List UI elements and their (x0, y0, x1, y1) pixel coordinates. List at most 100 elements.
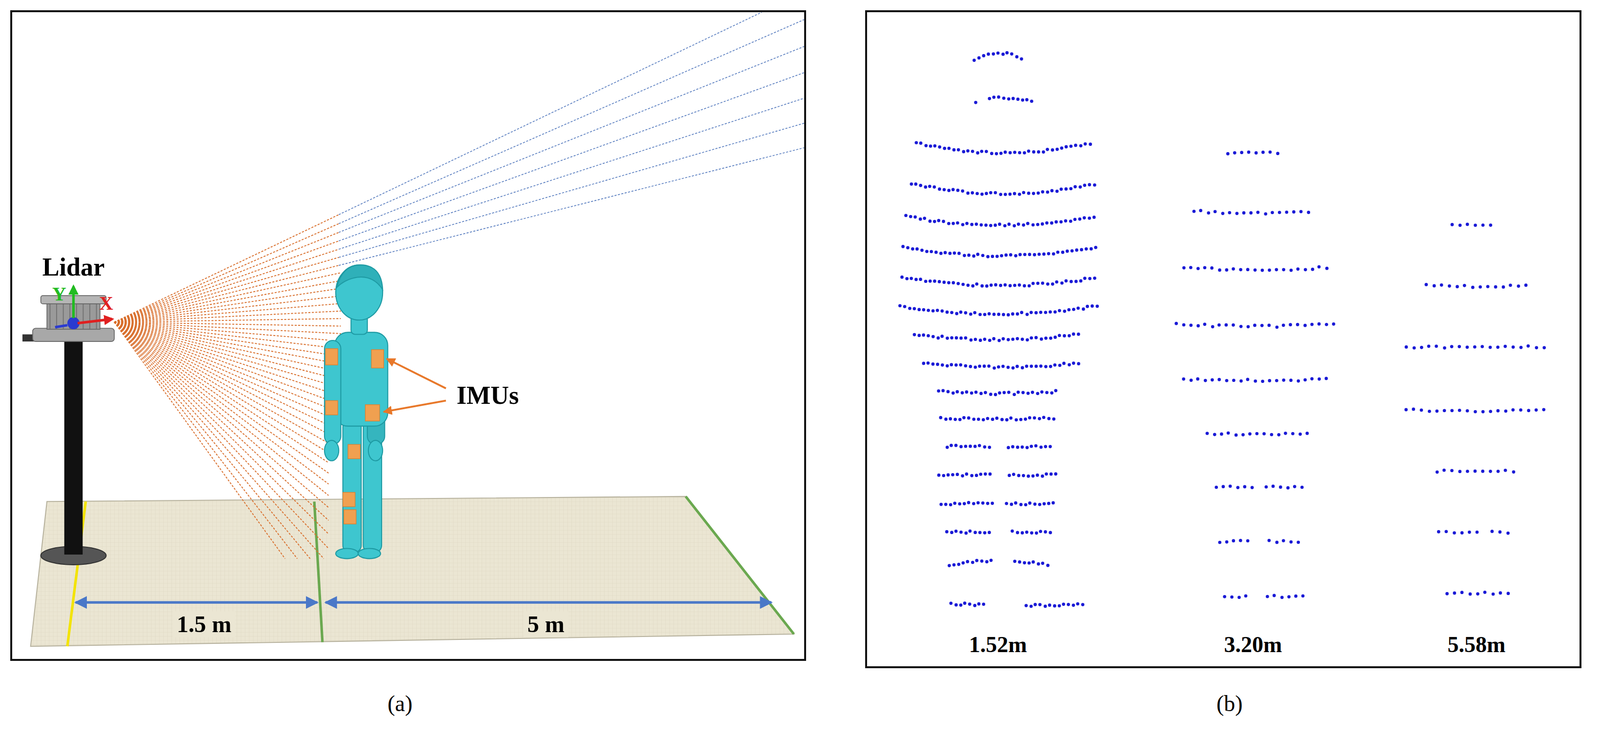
lidar-point (981, 418, 986, 422)
lidar-point (911, 247, 915, 251)
lidar-point (1458, 469, 1462, 474)
lidar-point (926, 308, 931, 313)
lidar-point (1501, 285, 1506, 289)
lidar-point (1239, 324, 1243, 329)
lidar-point (1076, 332, 1081, 337)
dimension-arrow (75, 601, 318, 605)
lidar-point (965, 560, 970, 564)
lidar-point (1465, 409, 1470, 413)
lidar-point (1084, 247, 1089, 251)
lidar-point (1494, 285, 1498, 289)
lidar-point (1046, 190, 1050, 194)
lidar-point (1059, 187, 1063, 191)
lidar-point (1022, 561, 1027, 565)
lidar-point (1002, 96, 1006, 101)
lidar-point (1036, 191, 1040, 195)
lidar-point (1460, 531, 1464, 535)
lidar-point (1518, 408, 1523, 412)
lidar-point (1270, 433, 1274, 437)
lidar-point (991, 52, 995, 56)
lidar-point (939, 251, 943, 256)
lidar-point (937, 473, 941, 478)
lidar-point (1022, 151, 1027, 155)
lidar-point (994, 152, 999, 156)
lidar-point (1030, 531, 1034, 535)
lidar-point (999, 151, 1003, 156)
lidar-point (1069, 219, 1073, 223)
point-cloud-near (898, 51, 1099, 609)
lidar-point (1196, 266, 1200, 271)
lidar-point (1010, 529, 1014, 533)
lidar-point (937, 280, 942, 284)
lidar-point (953, 418, 957, 422)
laser-ray-near (114, 322, 329, 392)
lidar-point (1048, 445, 1053, 449)
lidar-point (1310, 377, 1314, 381)
lidar-point (1228, 484, 1233, 488)
lidar-point (1000, 418, 1004, 422)
lidar-point (947, 281, 951, 285)
lidar-point (1488, 223, 1493, 227)
lidar-point (954, 363, 958, 367)
lidar-point (1047, 502, 1051, 506)
lidar-point (1051, 148, 1055, 152)
lidar-point (1239, 379, 1243, 384)
lidar-point (1076, 362, 1081, 366)
lidar-point (941, 389, 945, 393)
lidar-fin (82, 303, 84, 330)
lidar-point (1325, 266, 1329, 271)
lidar-point (1214, 486, 1218, 490)
lidar-point (942, 280, 946, 284)
lidar-point (1060, 281, 1064, 285)
lidar-point (922, 216, 927, 221)
lidar-point (1055, 189, 1059, 194)
lidar-point (908, 306, 912, 311)
lidar-point (1036, 281, 1040, 285)
lidar-point (1001, 313, 1006, 317)
axis-label: Y (52, 283, 67, 306)
lidar-point (1052, 417, 1056, 422)
lidar-point (1261, 150, 1265, 155)
lidar-point (945, 364, 950, 368)
lidar-point (970, 474, 974, 478)
lidar-point (1021, 190, 1026, 195)
lidar-point (1230, 595, 1234, 600)
lidar-point (1015, 337, 1020, 341)
lidar-point (984, 191, 989, 196)
lidar-point (1301, 594, 1305, 598)
lidar-point (1008, 151, 1013, 155)
lidar-point (1044, 364, 1048, 369)
lidar-point (1039, 337, 1044, 342)
lidar-point (1526, 344, 1530, 348)
lidar-point (1452, 531, 1457, 535)
lidar-point (954, 336, 959, 340)
lidar-point (912, 306, 916, 311)
lidar-point (1047, 252, 1051, 256)
lidar-point (1281, 324, 1286, 328)
lidar-point (1498, 591, 1503, 595)
lidar-point (1012, 283, 1017, 288)
lidar-point (1242, 211, 1246, 215)
lidar-point (920, 248, 924, 253)
lidar-point (1043, 530, 1048, 534)
lidar-point (1288, 323, 1293, 327)
lidar-point (1050, 189, 1054, 193)
lidar-point (1192, 209, 1196, 214)
lidar-point (1248, 432, 1252, 436)
lidar-point (1073, 184, 1077, 189)
lidar-point (1488, 469, 1493, 474)
lidar-point (909, 277, 913, 281)
lidar-point (1001, 337, 1006, 341)
lidar-point (964, 336, 968, 340)
lidar-point (988, 472, 993, 477)
lidar-point (1026, 222, 1030, 226)
person-leg (343, 420, 362, 553)
device-label: Lidar (42, 253, 105, 282)
laser-ray-near (114, 322, 329, 521)
laser-ray-near (114, 303, 341, 323)
lidar-point (1280, 595, 1284, 600)
lidar-point (1021, 474, 1026, 478)
lidar-point (1031, 474, 1035, 478)
lidar-point (1024, 503, 1028, 507)
lidar-point (986, 502, 990, 506)
